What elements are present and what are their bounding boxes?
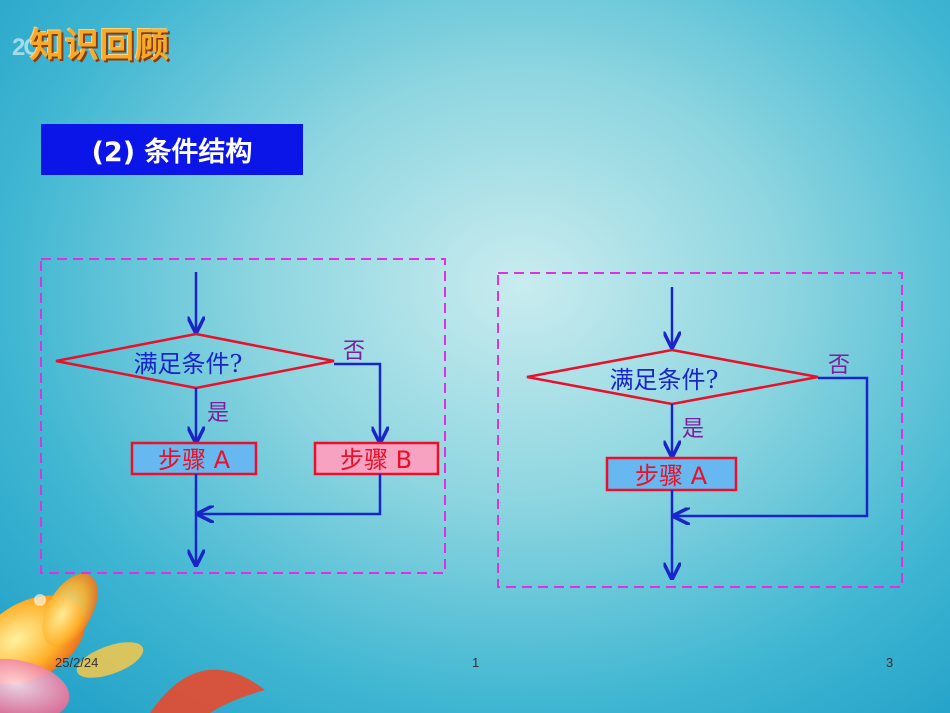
right-no-arrow xyxy=(674,376,869,516)
footer-page-number: 3 xyxy=(886,655,894,670)
left-dashed-frame xyxy=(40,258,446,574)
right-step-a-label: 步骤 A xyxy=(635,462,708,490)
slide-header: 2C 知识回顾 xyxy=(10,14,240,66)
footer-center: 1 xyxy=(472,655,480,670)
footer-date: 25/2/24 xyxy=(55,655,99,670)
left-flowchart: 满足条件? 是 否 步骤 A 步骤 B xyxy=(40,258,446,574)
left-step-b-box xyxy=(313,441,440,476)
left-no-label: 否 xyxy=(343,339,365,364)
left-step-a-label: 步骤 A xyxy=(158,446,231,474)
section-heading: (2) 条件结构 xyxy=(41,124,303,175)
left-yes-label: 是 xyxy=(207,401,229,426)
decorative-flower xyxy=(0,573,265,713)
slide-title: 知识回顾 xyxy=(30,26,170,66)
logo-mark: 2C xyxy=(12,34,41,61)
right-no-label: 否 xyxy=(828,353,850,378)
left-step-a-box xyxy=(130,441,258,476)
right-flowchart: 满足条件? 是 否 步骤 A xyxy=(497,272,903,588)
left-condition-label: 满足条件? xyxy=(134,350,243,378)
left-step-b-label: 步骤 B xyxy=(340,446,412,474)
left-merge-arrow xyxy=(198,474,382,514)
right-condition-label: 满足条件? xyxy=(610,366,719,394)
right-yes-label: 是 xyxy=(682,417,704,442)
left-no-arrow xyxy=(334,362,380,442)
right-dashed-frame xyxy=(497,272,903,588)
